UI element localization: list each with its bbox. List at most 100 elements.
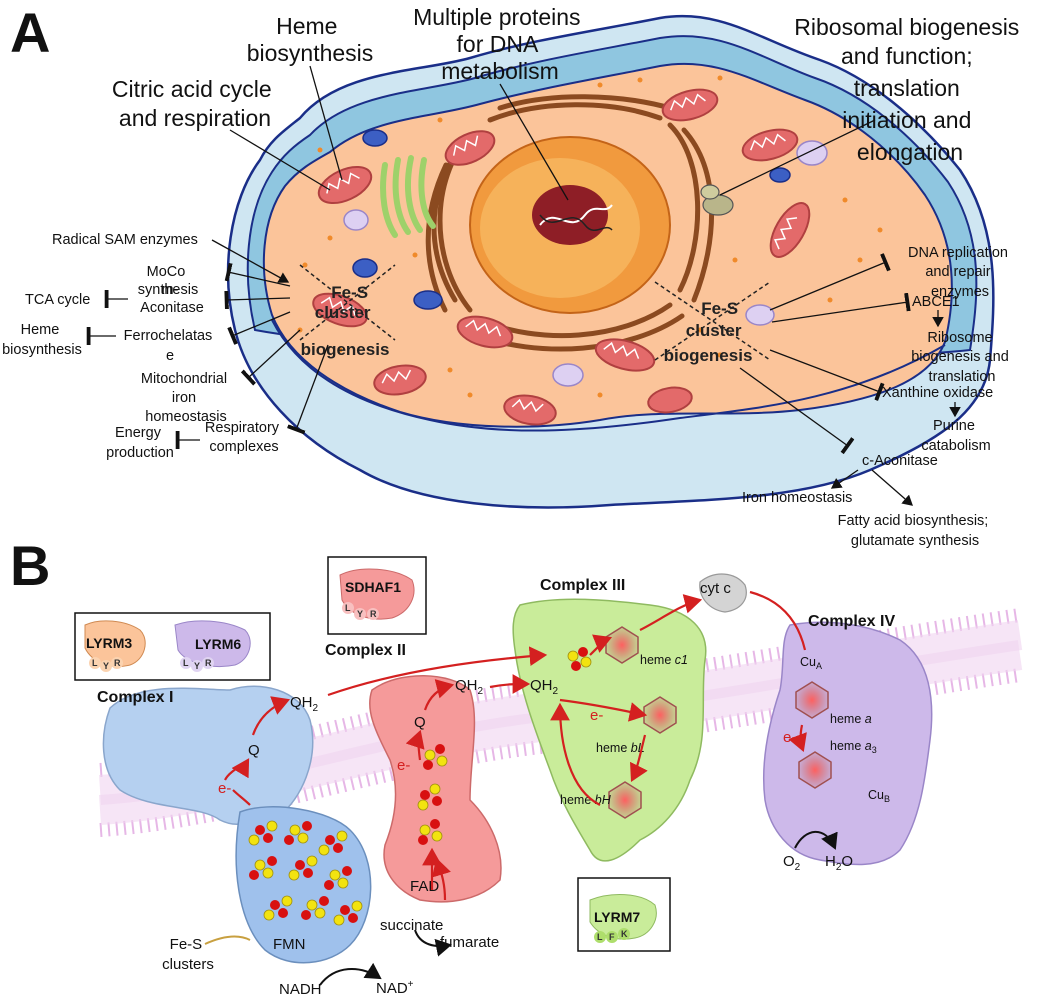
mitochondria-group	[312, 88, 811, 426]
nucleolus	[532, 185, 608, 245]
resp-2: complexes	[209, 439, 278, 455]
cyt-c: cyt c	[699, 573, 747, 613]
dna-line3: metabolism	[441, 58, 559, 84]
lyrm-box-complex-iii: LYRM7 L F K	[577, 877, 671, 952]
fad-label: FAD	[410, 878, 439, 895]
cyto-targets: DNA replication and repair enzymes ABCE1…	[739, 245, 1012, 549]
citric-line1: Citric acid cycle	[112, 76, 272, 102]
complex-ii-label: Complex II	[325, 642, 406, 659]
lyrm7-f: F	[609, 932, 615, 942]
fes-legend-1: Fe-S	[170, 936, 203, 953]
purine-1: Purine	[933, 418, 975, 434]
heme-c1-label: heme c1	[640, 653, 688, 667]
cyto-fes-line2: cluster	[686, 321, 742, 340]
nadh-label: NADH	[279, 981, 322, 998]
panel-a-letter: A	[10, 1, 50, 64]
membrane-fold	[271, 319, 946, 432]
lyrm6-y: Y	[194, 661, 200, 671]
qh2-complex-iii: QH2	[530, 677, 559, 697]
energy-production-label: Energy production	[106, 425, 174, 461]
ribo-line4: initiation and	[842, 107, 971, 133]
radical-sam-label: Radical SAM enzymes	[52, 232, 198, 248]
xanthine-oxidase-label: Xanthine oxidase	[882, 385, 993, 401]
c-aconitase-label: c-Aconitase	[862, 453, 938, 469]
lyrm3-label: LYRM3	[86, 635, 132, 651]
qh2-complex-ii: QH2	[455, 677, 484, 697]
heme-a-label: heme a	[830, 712, 872, 726]
complex-i-label: Complex I	[97, 689, 173, 706]
q-complex-i: Q	[248, 742, 260, 759]
succinate-label: succinate	[380, 917, 443, 934]
mito-fes-line2: cluster	[315, 303, 371, 322]
fatty-acid-label: Fatty acid biosynthesis; glutamate synth…	[838, 513, 993, 549]
reaction-arrows	[319, 830, 838, 986]
electron-flow-arrows	[224, 590, 807, 901]
mito-iron-2: iron	[172, 390, 196, 406]
tca-cycle-label: TCA cycle	[25, 292, 90, 308]
fes-legend-2: clusters	[162, 956, 214, 973]
mito-iron-label: Mitochondrial iron homeostasis	[141, 371, 231, 425]
lyrm7-l: L	[597, 932, 603, 942]
cyto-fes-line3: biogenesis	[664, 346, 753, 365]
dna-rep-1: DNA replication	[908, 245, 1008, 261]
fumarate-label: fumarate	[440, 934, 499, 951]
e-minus-complex-iii: e-	[590, 707, 603, 724]
fes-legend-line	[204, 935, 251, 945]
panel-b-letter: B	[10, 534, 50, 597]
fe-s-clusters-legend: Fe-S clusters	[162, 936, 214, 973]
lyrm6-l: L	[183, 658, 189, 668]
e-minus-complex-iv: e-	[783, 729, 796, 746]
fe-s-clusters-complex-i	[248, 820, 363, 926]
complex-iii	[512, 598, 707, 862]
moco-2: synthesis	[138, 282, 198, 298]
ribo-line3: translation	[854, 75, 960, 101]
panel-a: A	[2, 1, 1025, 549]
heme-line1: Heme	[276, 13, 337, 39]
e-minus-complex-ii: e-	[397, 757, 410, 774]
ribosome-3: translation	[929, 369, 996, 385]
q-complex-ii: Q	[414, 714, 426, 731]
ribosomal-label: Ribosomal biogenesis and function; trans…	[794, 14, 1025, 165]
resp-1: Respiratory	[205, 420, 280, 436]
h2o-label: H2O	[825, 853, 853, 873]
mito-fes-cross	[299, 264, 396, 341]
dna-line1: Multiple proteins	[413, 4, 580, 30]
energy-1: Energy	[115, 425, 162, 441]
heme-biosynthesis-target-label: Heme biosynthesis	[2, 322, 82, 358]
lyrm7-k: K	[621, 929, 628, 939]
dna-rep-3: enzymes	[931, 284, 989, 300]
sdhaf1-l: L	[345, 603, 351, 613]
mito-fes-label: Fe-S cluster biogenesis	[301, 283, 390, 359]
ribosome-2: biogenesis and	[911, 349, 1009, 365]
heme-t-2: biosynthesis	[2, 342, 82, 358]
ferro-1: Ferrochelatas	[124, 328, 213, 344]
cyt-c-label: cyt c	[700, 580, 731, 597]
cyto-fes-label: Fe-S cluster biogenesis	[664, 299, 753, 365]
complex-i	[102, 685, 372, 964]
lyrm3-r: R	[114, 658, 121, 668]
lyrm7-label: LYRM7	[594, 909, 640, 925]
complex-iii-label: Complex III	[540, 577, 625, 594]
heme-bl-label: heme bL	[596, 741, 645, 755]
nad-plus-label: NAD+	[376, 979, 414, 997]
fatty-2: glutamate synthesis	[851, 533, 979, 549]
golgi-apparatus	[380, 155, 436, 238]
maco-1: m-	[162, 282, 179, 298]
dna-replication-label: DNA replication and repair enzymes	[908, 245, 1012, 300]
fe-s-cluster-complex-iii	[567, 647, 592, 671]
pointer-lines	[229, 65, 876, 201]
mito-iron-1: Mitochondrial	[141, 371, 227, 387]
moco-1: MoCo	[147, 264, 186, 280]
panel-b: B cyt c	[10, 534, 1023, 998]
endoplasmic-reticulum	[425, 94, 714, 352]
qh2-complex-i: QH2	[290, 694, 319, 714]
purine-2: catabolism	[921, 438, 990, 454]
dna-metabolism-label: Multiple proteins for DNA metabolism	[413, 4, 587, 84]
m-aconitase-label: m- Aconitase	[140, 282, 204, 316]
respiratory-complexes-label: Respiratory complexes	[205, 420, 283, 455]
mito-iron-3: homeostasis	[145, 409, 226, 425]
maco-2: Aconitase	[140, 300, 204, 316]
fatty-1: Fatty acid biosynthesis;	[838, 513, 989, 529]
o2-label: O2	[783, 853, 801, 873]
ferrochelatase-label: Ferrochelatas e	[124, 328, 217, 364]
